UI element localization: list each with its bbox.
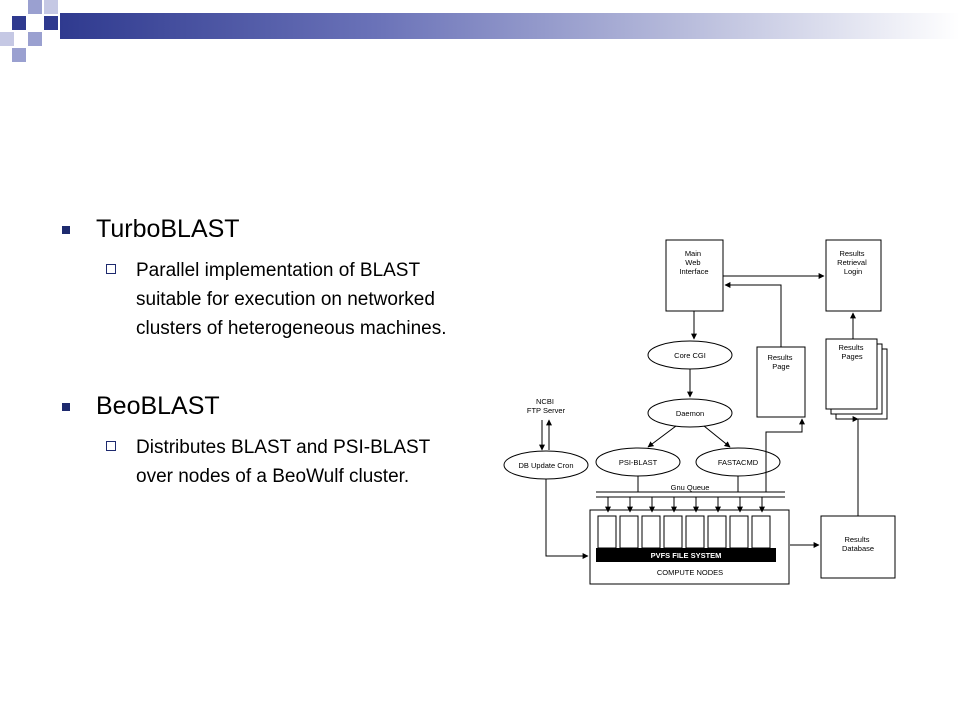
psi-blast-label: PSI-BLAST	[619, 458, 658, 467]
bullet-title: BeoBLAST	[96, 392, 220, 420]
compute-node-slots	[597, 515, 771, 549]
square-bullet-icon	[62, 226, 70, 234]
corner-square-light	[28, 32, 42, 46]
gnu-queue-label: Gnu Queue	[671, 483, 710, 492]
corner-square-dark	[12, 16, 26, 30]
core-cgi-label: Core CGI	[674, 351, 706, 360]
bullet-beoblast: BeoBLAST	[60, 391, 460, 421]
results-pages-box	[825, 338, 878, 410]
compute-nodes-label: COMPUTE NODES	[657, 568, 723, 577]
square-bullet-icon	[62, 403, 70, 411]
corner-square-dark	[44, 16, 58, 30]
results-pages-label: Results Pages	[838, 343, 865, 361]
sub-bullet-text: Distributes BLAST and PSI-BLAST over nod…	[136, 437, 430, 487]
daemon-label: Daemon	[676, 409, 704, 418]
title-gradient-bar	[60, 13, 960, 39]
corner-square-light	[12, 48, 26, 62]
corner-square-light	[28, 0, 42, 14]
results-retrieval-login-label: Results Retrieval Login	[837, 249, 869, 276]
results-database-box	[820, 515, 896, 579]
corner-square-light	[44, 0, 58, 14]
main-web-interface-label: Main Web Interface	[679, 249, 708, 276]
results-retrieval-login-box	[825, 239, 882, 312]
fastacmd-label: FASTACMD	[718, 458, 759, 467]
sub-bullet-beoblast: Distributes BLAST and PSI-BLAST over nod…	[106, 433, 460, 491]
gnu-queue-drops	[605, 497, 765, 513]
bullet-title: TurboBLAST	[96, 215, 240, 243]
corner-square-light	[0, 32, 14, 46]
hollow-square-bullet-icon	[106, 264, 116, 274]
bullet-list: TurboBLAST Parallel implementation of BL…	[60, 214, 460, 491]
results-page-label: Results Page	[767, 353, 794, 371]
db-update-cron-label: DB Update Cron	[518, 461, 573, 470]
ncbi-ftp-server-label: NCBI FTP Server	[527, 397, 566, 415]
bullet-turboblast: TurboBLAST	[60, 214, 460, 244]
results-database-label: Results Database	[842, 535, 874, 553]
pvfs-bar	[596, 548, 776, 562]
hollow-square-bullet-icon	[106, 441, 116, 451]
daemon-ellipse	[647, 398, 733, 428]
pvfs-file-system-label: PVFS FILE SYSTEM	[651, 551, 722, 560]
sub-bullet-text: Parallel implementation of BLAST suitabl…	[136, 260, 447, 339]
sub-bullet-turboblast: Parallel implementation of BLAST suitabl…	[106, 256, 460, 343]
